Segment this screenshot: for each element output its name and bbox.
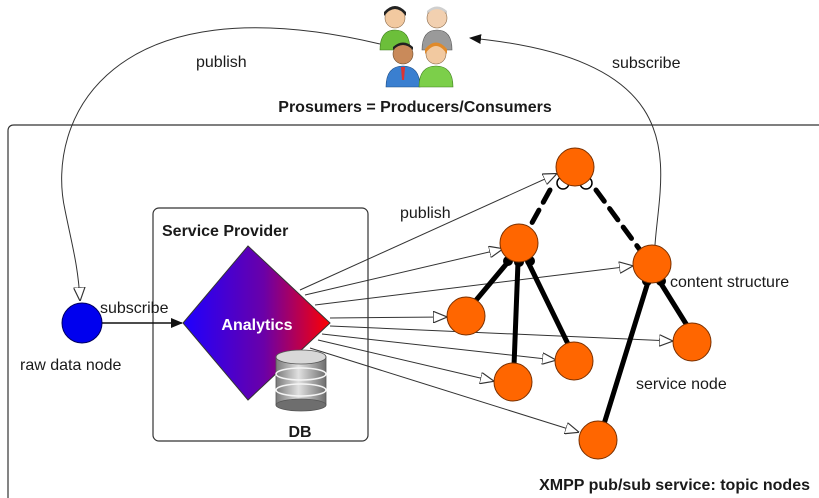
subscribe-label-top: subscribe (612, 55, 681, 72)
db-label: DB (288, 424, 311, 441)
publish-flow-arrow (61, 27, 381, 300)
topic-node (446, 296, 486, 336)
topic-node-content-structure (632, 244, 672, 284)
analytics-diamond (182, 245, 331, 401)
topic-node (578, 420, 618, 460)
topic-node (499, 223, 539, 263)
topic-node-service (672, 322, 712, 362)
topic-nodes (446, 147, 712, 460)
raw-data-node-label: raw data node (20, 357, 122, 374)
publish-label-top: publish (196, 54, 247, 71)
service-node-label: service node (636, 376, 727, 393)
subscribe-flow-arrow (469, 34, 662, 246)
analytics-label: Analytics (221, 317, 292, 334)
content-structure-label: content structure (670, 274, 789, 291)
prosumers-title: Prosumers = Producers/Consumers (278, 99, 552, 116)
database-icon (275, 349, 327, 412)
raw-data-node (61, 302, 103, 344)
topic-node (493, 362, 533, 402)
people-icon (379, 6, 454, 88)
service-frame (7, 124, 819, 498)
subscribe-label-left: subscribe (100, 300, 169, 317)
topic-edges (469, 187, 691, 427)
footer-label: XMPP pub/sub service: topic nodes (539, 477, 810, 494)
publish-label-mid: publish (400, 205, 451, 222)
service-provider-label: Service Provider (162, 223, 288, 240)
topic-node (554, 341, 594, 381)
topic-node-root (555, 147, 595, 187)
